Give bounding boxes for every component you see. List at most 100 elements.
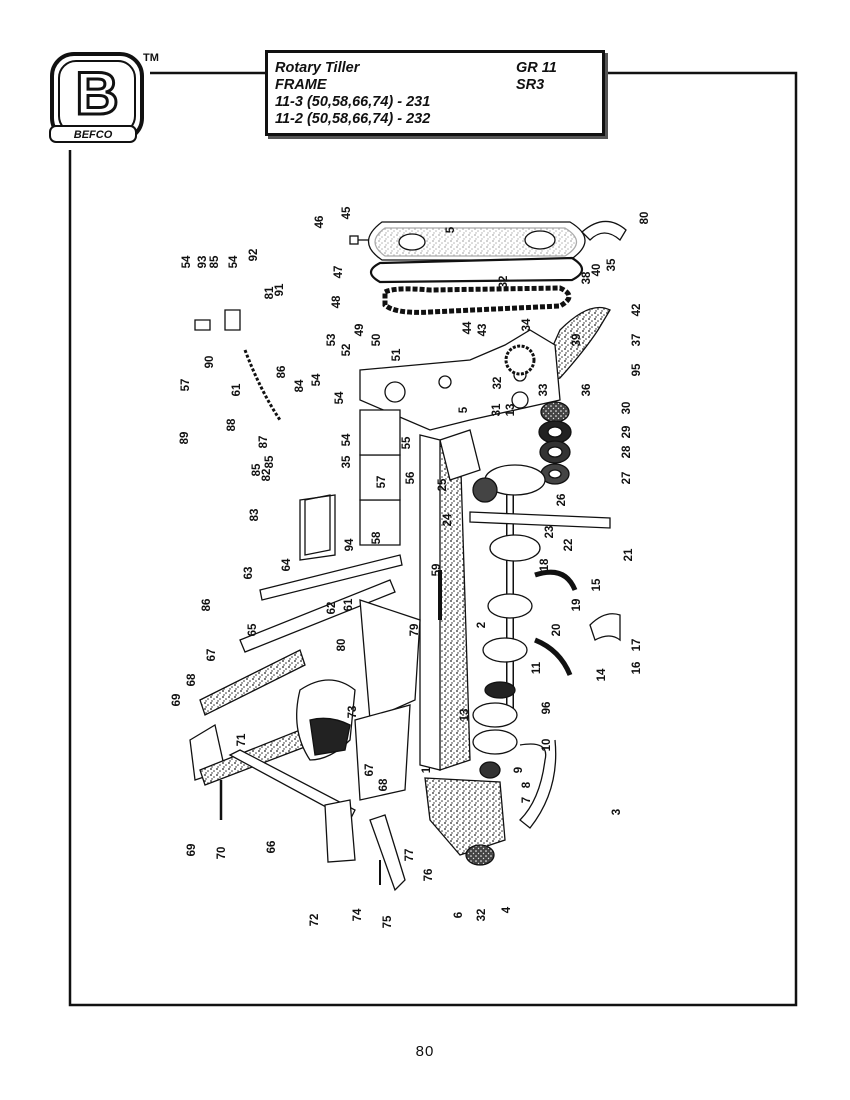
main-frame-beam	[419, 429, 481, 771]
part-label-52: 52	[341, 344, 353, 357]
part-label-47: 47	[333, 266, 345, 279]
part-label-5: 5	[458, 406, 470, 413]
part-label-54: 54	[181, 255, 193, 268]
part-label-65: 65	[247, 623, 259, 636]
part-label-89: 89	[179, 432, 191, 445]
page-number: 80	[415, 1043, 435, 1060]
part-label-91: 91	[274, 283, 286, 296]
part-label-69-18: 69	[186, 844, 198, 857]
part-label-57: 57	[376, 476, 388, 489]
part-label-31: 31	[491, 403, 503, 416]
part-label-68: 68	[186, 673, 198, 686]
part-label-29: 29	[621, 426, 633, 439]
part-label-20: 20	[551, 624, 563, 637]
befco-logo: B BEFCO	[48, 50, 148, 148]
part-label-67-17: 67	[364, 764, 376, 777]
part-label-90: 90	[204, 356, 216, 369]
chain-case-cover	[349, 221, 586, 261]
part-label-42: 42	[631, 304, 643, 317]
part-label-81: 81	[264, 286, 276, 299]
part-label-96: 96	[541, 702, 553, 715]
part-number-labels: 1234567891011131415161718192021222324252…	[171, 206, 651, 928]
part-label-64: 64	[281, 558, 293, 571]
part-label-57-10: 57	[180, 379, 192, 392]
part-label-2: 2	[476, 622, 488, 628]
part-label-5-3: 5	[445, 226, 457, 233]
part-label-71: 71	[236, 733, 248, 746]
part-label-87: 87	[258, 436, 270, 449]
part-label-35-9: 35	[341, 455, 353, 468]
part-label-22: 22	[563, 539, 575, 552]
part-label-70: 70	[216, 847, 228, 860]
part-label-85: 85	[264, 455, 276, 468]
title-section-code: SR3	[516, 77, 545, 93]
part-label-33: 33	[538, 384, 550, 397]
part-label-83: 83	[249, 509, 261, 522]
part-label-28: 28	[621, 445, 633, 458]
title-model-1: 11-3 (50,58,66,74) - 231	[275, 94, 431, 110]
part-label-9: 9	[513, 767, 525, 773]
part-label-55: 55	[401, 436, 413, 449]
part-label-30: 30	[621, 402, 633, 415]
part-label-75: 75	[382, 915, 394, 928]
part-label-49: 49	[354, 324, 366, 337]
part-label-16: 16	[631, 662, 643, 675]
part-label-53: 53	[326, 334, 338, 347]
logo-wordmark: BEFCO	[74, 129, 113, 141]
part-label-11: 11	[531, 661, 543, 674]
part-label-54-8: 54	[341, 433, 353, 446]
title-product: Rotary Tiller	[275, 60, 360, 76]
part-label-26: 26	[556, 494, 568, 507]
part-label-44: 44	[462, 321, 474, 334]
part-label-67: 67	[206, 649, 218, 662]
title-box: Rotary Tiller FRAME 11-3 (50,58,66,74) -…	[265, 50, 605, 136]
part-label-32-4: 32	[492, 377, 504, 390]
part-label-38: 38	[581, 271, 593, 284]
part-label-40: 40	[591, 264, 603, 277]
part-label-69: 69	[171, 694, 183, 707]
part-label-15: 15	[591, 578, 603, 591]
part-label-6: 6	[453, 912, 465, 918]
part-label-19: 19	[571, 599, 583, 612]
part-label-61-19: 61	[231, 383, 243, 396]
part-label-36: 36	[581, 384, 593, 397]
part-label-58: 58	[371, 531, 383, 544]
part-label-10: 10	[541, 739, 553, 752]
part-label-24: 24	[442, 513, 454, 526]
part-label-34: 34	[521, 318, 533, 331]
title-model-2: 11-2 (50,58,66,74) - 232	[275, 111, 431, 127]
part-label-3: 3	[611, 809, 623, 815]
part-label-17: 17	[631, 639, 643, 652]
part-label-59: 59	[431, 564, 443, 577]
part-label-85-11: 85	[209, 255, 221, 268]
part-label-84: 84	[294, 379, 306, 392]
part-label-79: 79	[409, 624, 421, 637]
title-section: FRAME	[275, 77, 327, 93]
part-label-21: 21	[623, 548, 635, 561]
part-label-51: 51	[391, 348, 403, 361]
part-label-54-7: 54	[334, 391, 346, 404]
part-label-32: 32	[476, 909, 488, 922]
part-label-32-2: 32	[498, 276, 510, 289]
part-label-62: 62	[326, 602, 338, 615]
part-label-93: 93	[197, 256, 209, 269]
part-label-85-14: 85	[251, 463, 263, 476]
part-label-63: 63	[243, 567, 255, 580]
part-label-14: 14	[596, 668, 608, 681]
part-label-46: 46	[314, 216, 326, 229]
part-label-48: 48	[331, 295, 343, 308]
part-label-54-6: 54	[311, 373, 323, 386]
part-label-66: 66	[266, 841, 278, 854]
part-label-61: 61	[343, 598, 355, 611]
part-label-50: 50	[371, 334, 383, 347]
part-label-54-12: 54	[228, 255, 240, 268]
logo-letter: B	[75, 60, 118, 127]
part-label-13: 13	[459, 709, 471, 722]
part-label-82: 82	[261, 469, 273, 482]
part-label-39: 39	[571, 334, 583, 347]
part-label-68-16: 68	[378, 778, 390, 791]
part-label-8: 8	[521, 781, 533, 788]
part-label-45: 45	[341, 206, 353, 219]
part-label-35: 35	[606, 258, 618, 271]
